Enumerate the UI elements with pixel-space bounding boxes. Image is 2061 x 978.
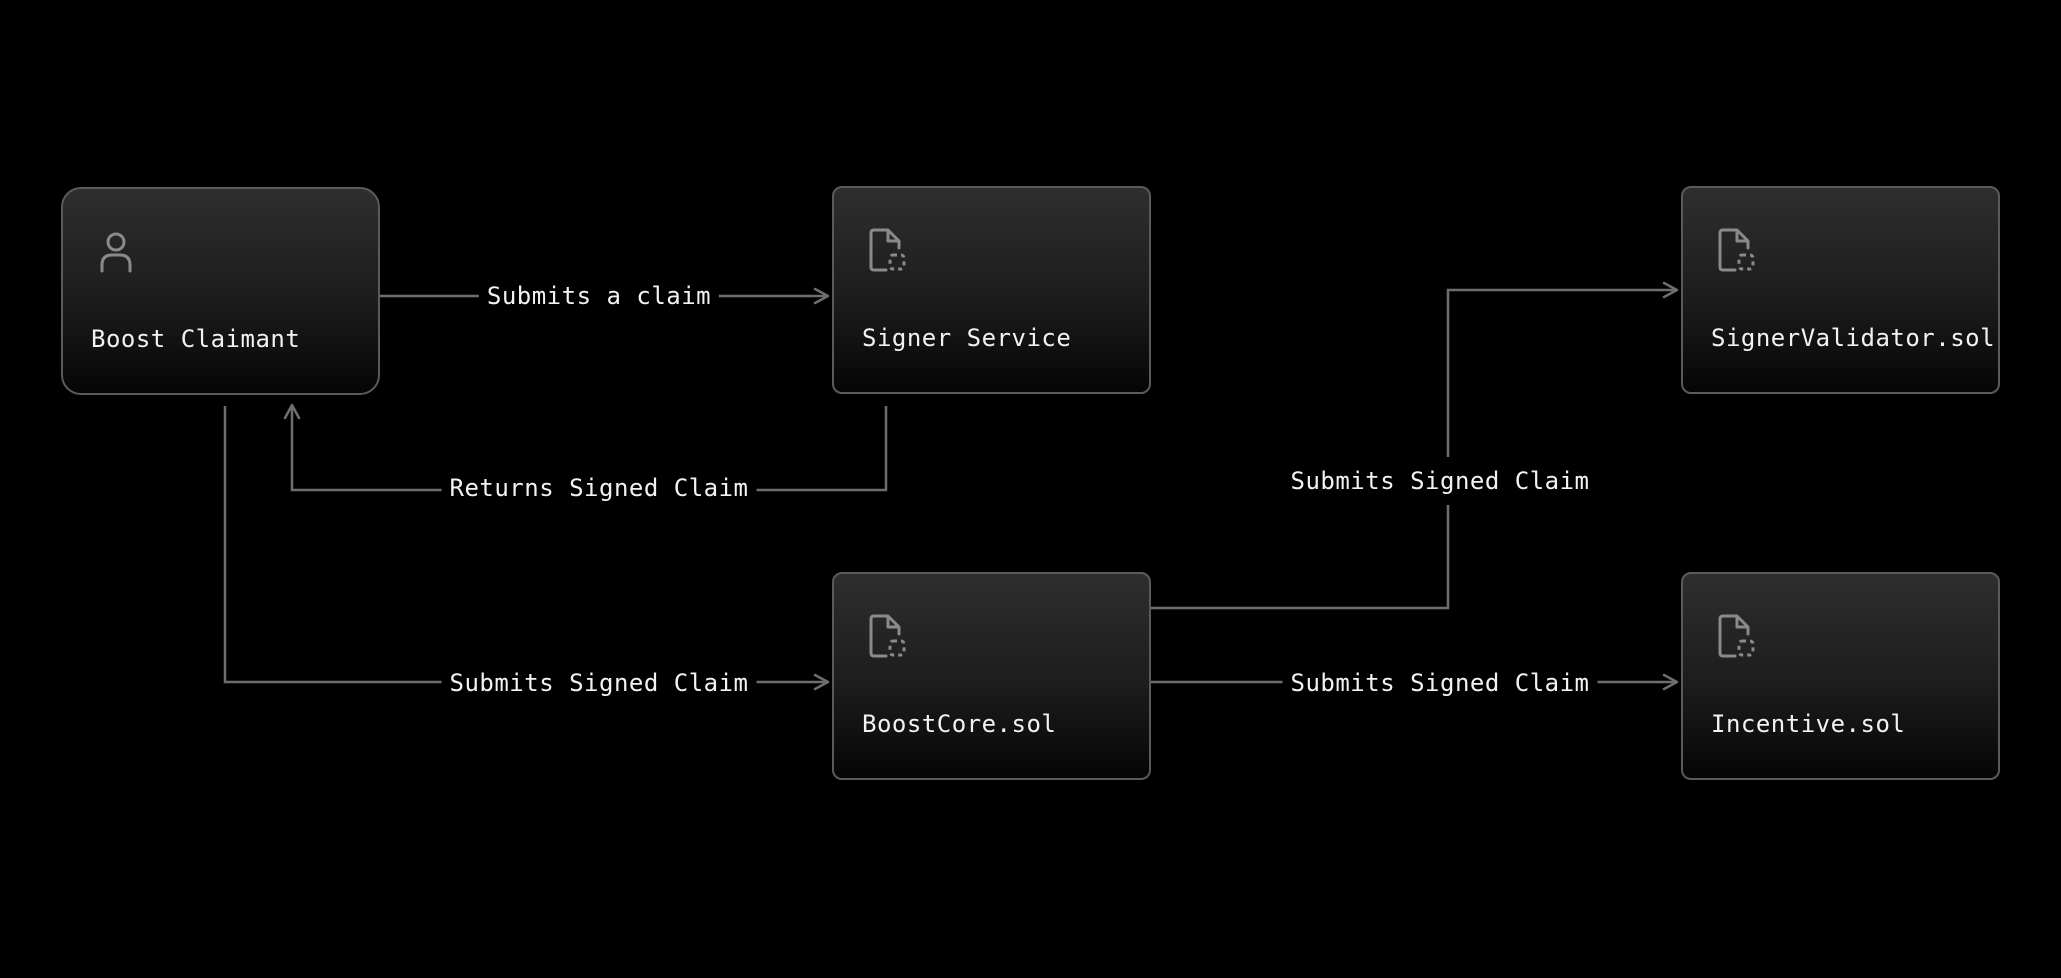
- node-label: Incentive.sol: [1711, 710, 1906, 738]
- edge-label-core-to-incentive: Submits Signed Claim: [1282, 669, 1598, 697]
- node-boost-claimant[interactable]: Boost Claimant: [61, 187, 380, 395]
- edge-label-submits-claim: Submits a claim: [478, 282, 720, 310]
- node-boost-core[interactable]: BoostCore.sol: [832, 572, 1151, 780]
- contract-file-icon: [1718, 228, 1755, 272]
- node-label: Boost Claimant: [91, 325, 301, 353]
- node-signer-validator[interactable]: SignerValidator.sol: [1681, 186, 2000, 394]
- node-label: Signer Service: [862, 324, 1072, 352]
- edge-label-returns-signed-claim: Returns Signed Claim: [441, 474, 757, 502]
- node-label: SignerValidator.sol: [1711, 324, 1996, 352]
- contract-file-icon: [869, 614, 906, 658]
- edge-claimant-to-core: [223, 406, 830, 691]
- node-incentive[interactable]: Incentive.sol: [1681, 572, 2000, 780]
- contract-file-icon: [1718, 614, 1755, 658]
- edge-label-core-to-validator: Submits Signed Claim: [1282, 457, 1598, 505]
- edge-label-claimant-to-core: Submits Signed Claim: [441, 669, 757, 697]
- node-label: BoostCore.sol: [862, 710, 1057, 738]
- user-icon: [100, 232, 132, 273]
- node-signer-service[interactable]: Signer Service: [832, 186, 1151, 394]
- edge-core-to-validator: [1151, 281, 1679, 610]
- contract-file-icon: [869, 228, 906, 272]
